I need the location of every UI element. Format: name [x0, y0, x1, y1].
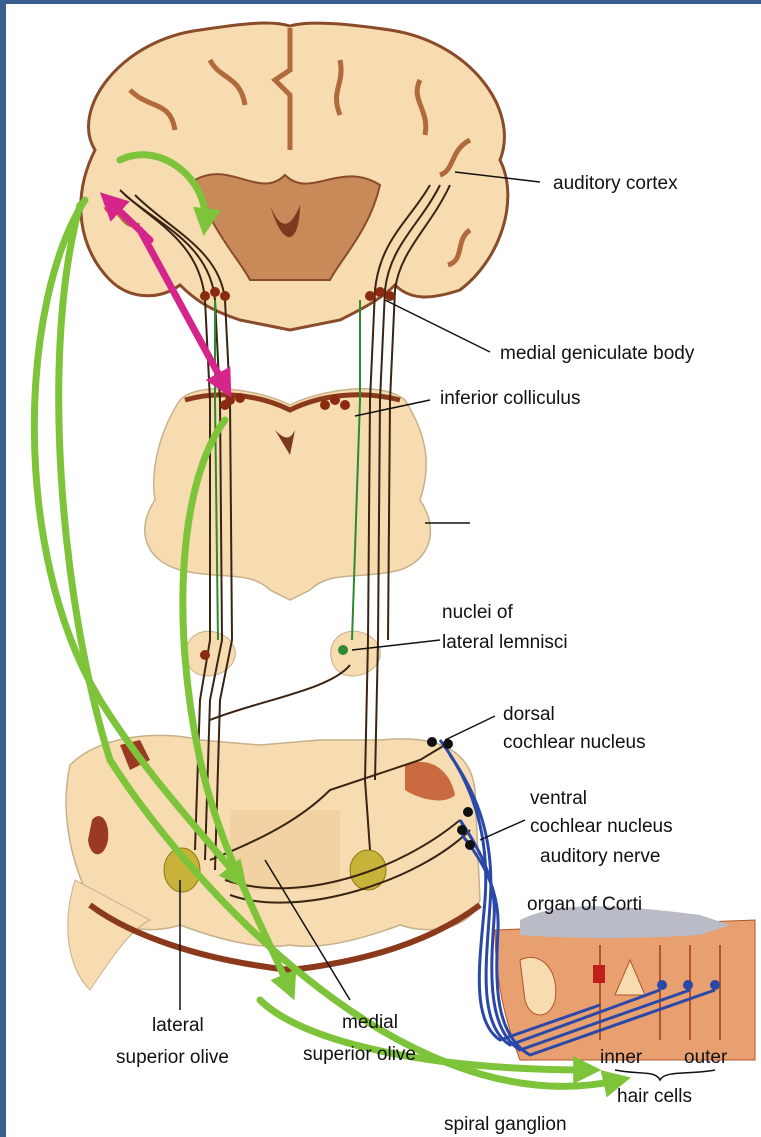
label-dorsal-line1: dorsal	[503, 704, 555, 725]
inner-hair-cell	[593, 965, 605, 983]
hair-cells-brace	[615, 1070, 715, 1080]
label-nuclei-line2: lateral lemnisci	[442, 632, 568, 653]
outer-hair-cell	[710, 980, 720, 990]
outer-hair-cell	[683, 980, 693, 990]
label-ventral-line2: cochlear nucleus	[530, 816, 673, 837]
label-medial-geniculate-body: medial geniculate body	[500, 343, 695, 364]
lemniscus-right	[331, 631, 381, 676]
label-inferior-colliculus: inferior colliculus	[440, 388, 580, 409]
label-hair-cells: hair cells	[617, 1086, 692, 1107]
label-inner: inner	[600, 1047, 643, 1068]
label-auditory-nerve: auditory nerve	[540, 846, 660, 867]
midbrain-outline	[145, 389, 431, 600]
label-organ-of-corti: organ of Corti	[527, 894, 642, 915]
label-outer: outer	[684, 1047, 728, 1068]
label-dorsal-line2: cochlear nucleus	[503, 732, 646, 753]
cerebrum-outline	[81, 23, 508, 330]
label-medial-line2: superior olive	[303, 1044, 416, 1065]
label-medial-line1: medial	[342, 1012, 398, 1033]
label-auditory-cortex: auditory cortex	[553, 173, 678, 194]
midbrain	[145, 389, 431, 600]
label-spiral-ganglion: spiral ganglion	[444, 1114, 567, 1135]
label-lateral-line1: lateral	[152, 1015, 204, 1036]
trapezoid-body	[230, 810, 340, 890]
cerebrum	[81, 23, 508, 330]
label-ventral-line1: ventral	[530, 788, 587, 809]
outer-hair-cell	[657, 980, 667, 990]
label-lateral-line2: superior olive	[116, 1047, 229, 1068]
label-nuclei-line1: nuclei of	[442, 602, 513, 623]
